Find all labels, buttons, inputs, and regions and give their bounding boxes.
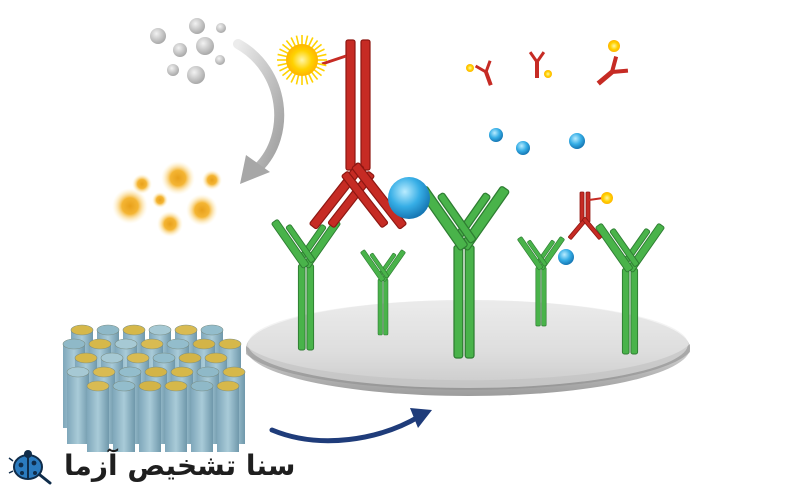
nanorod: [87, 386, 109, 452]
nanorod: [67, 372, 89, 444]
nanorod: [165, 386, 187, 452]
nanorod: [191, 386, 213, 452]
gray-particles: [150, 18, 226, 84]
capture-antibody: [271, 219, 341, 351]
capture-antibody: [517, 236, 565, 327]
free-antigens: [489, 128, 585, 155]
brand-logo: سنا تشخیص آزما: [8, 440, 295, 490]
free-labeled-antibodies: [466, 40, 629, 86]
nanorod: [139, 386, 161, 452]
antigen-bound-large: [388, 177, 430, 219]
capture-antibodies: [271, 186, 665, 359]
brand-logo-text: سنا تشخیص آزما: [64, 448, 296, 482]
capture-antibody: [595, 223, 665, 355]
sun-label-large: [277, 35, 327, 85]
conversion-arrow-gray: [233, 39, 285, 184]
nanorod-array: [62, 324, 246, 452]
antigen-bound-small: [558, 249, 574, 265]
capture-antibody: [418, 186, 510, 359]
ladybug-magnifier-icon: [8, 450, 52, 485]
capture-antibody: [360, 249, 406, 336]
gold-nanoparticles: [112, 161, 222, 237]
detection-antibody-small: [568, 191, 613, 240]
nanorod: [217, 386, 239, 452]
nanorod: [113, 386, 135, 452]
detection-antibody-large: [309, 39, 407, 230]
process-arrow-navy: [269, 408, 432, 444]
